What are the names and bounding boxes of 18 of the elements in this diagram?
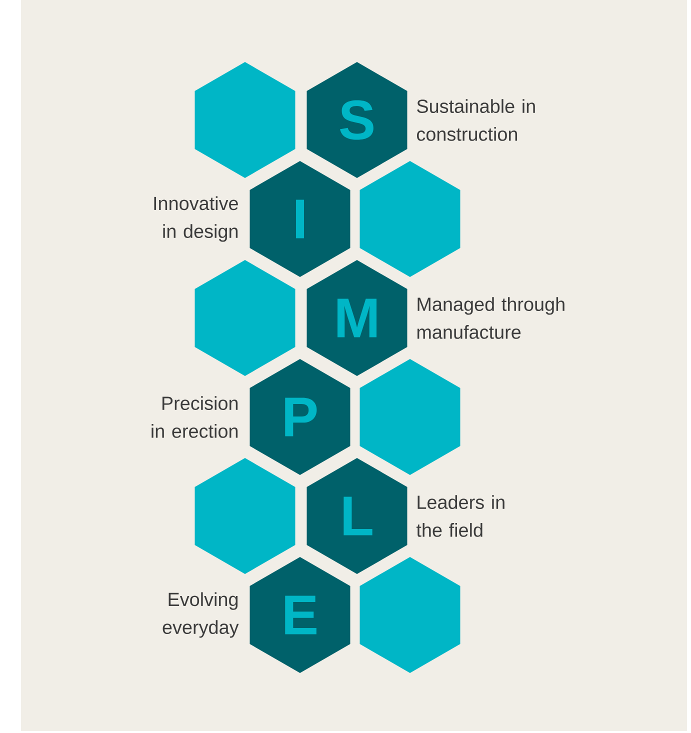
hexagon (360, 359, 460, 475)
letter-hexagon: M (306, 260, 408, 376)
hexagon (194, 260, 296, 376)
hexagon-caption: Managed through manufacture (417, 297, 564, 339)
hexagon (360, 557, 460, 673)
letter-hexagon: S (306, 62, 408, 178)
letter-hexagon: I (250, 161, 350, 277)
hexagon-caption: Sustainable in construction (417, 99, 535, 141)
letter-hexagon: E (250, 557, 350, 673)
hexagon-caption: Evolving everyday (162, 592, 239, 638)
hexagon (194, 458, 296, 574)
hexagon-caption: Precision in erection (152, 396, 238, 438)
letter-hexagon: L (306, 458, 408, 574)
hexagon-caption: Innovative in design (154, 196, 238, 242)
hexagon (194, 62, 296, 178)
letter-hexagon: P (250, 359, 350, 475)
hexagon-caption: Leaders in the field (416, 495, 504, 537)
hexagon (360, 161, 460, 277)
